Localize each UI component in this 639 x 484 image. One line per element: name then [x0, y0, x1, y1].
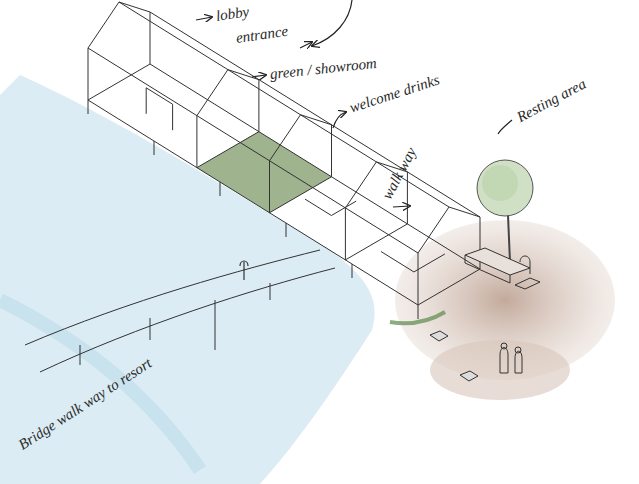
frame-line	[88, 2, 150, 100]
frame-line	[418, 305, 419, 319]
bridge	[25, 250, 335, 372]
annotation-label: Resting area	[514, 75, 589, 125]
frame-line	[197, 132, 259, 168]
building-wireframe	[88, 2, 480, 319]
frame-line	[270, 115, 332, 213]
frame-line	[119, 2, 449, 207]
leader-arrows	[196, 0, 512, 207]
annotation-label: green / showroom	[269, 55, 377, 83]
frame-line	[305, 199, 356, 215]
green-floor	[197, 132, 332, 213]
frame-line	[418, 269, 480, 305]
frame-line	[88, 48, 418, 253]
annotation-label: entrance	[235, 23, 289, 47]
frame-line	[88, 64, 150, 100]
frame-line	[146, 88, 172, 130]
frame-line	[88, 100, 89, 114]
annotation-label: walk way	[379, 145, 420, 202]
frame-line	[154, 141, 155, 155]
frame-line	[88, 100, 418, 305]
annotation-label: welcome drinks	[347, 71, 441, 116]
frame-line	[286, 223, 287, 237]
frame-line	[381, 251, 445, 272]
annotation-label: lobby	[215, 3, 250, 24]
frame-line	[345, 224, 407, 260]
ground	[430, 340, 570, 400]
water	[0, 300, 200, 470]
furniture-people	[390, 248, 540, 381]
frame-line	[150, 64, 480, 269]
frame-line	[197, 70, 259, 168]
water	[0, 75, 375, 484]
tree	[477, 160, 533, 262]
frame-line	[352, 264, 353, 278]
frame-line	[270, 177, 332, 213]
frame-line	[150, 12, 480, 217]
frame-line	[220, 182, 221, 196]
